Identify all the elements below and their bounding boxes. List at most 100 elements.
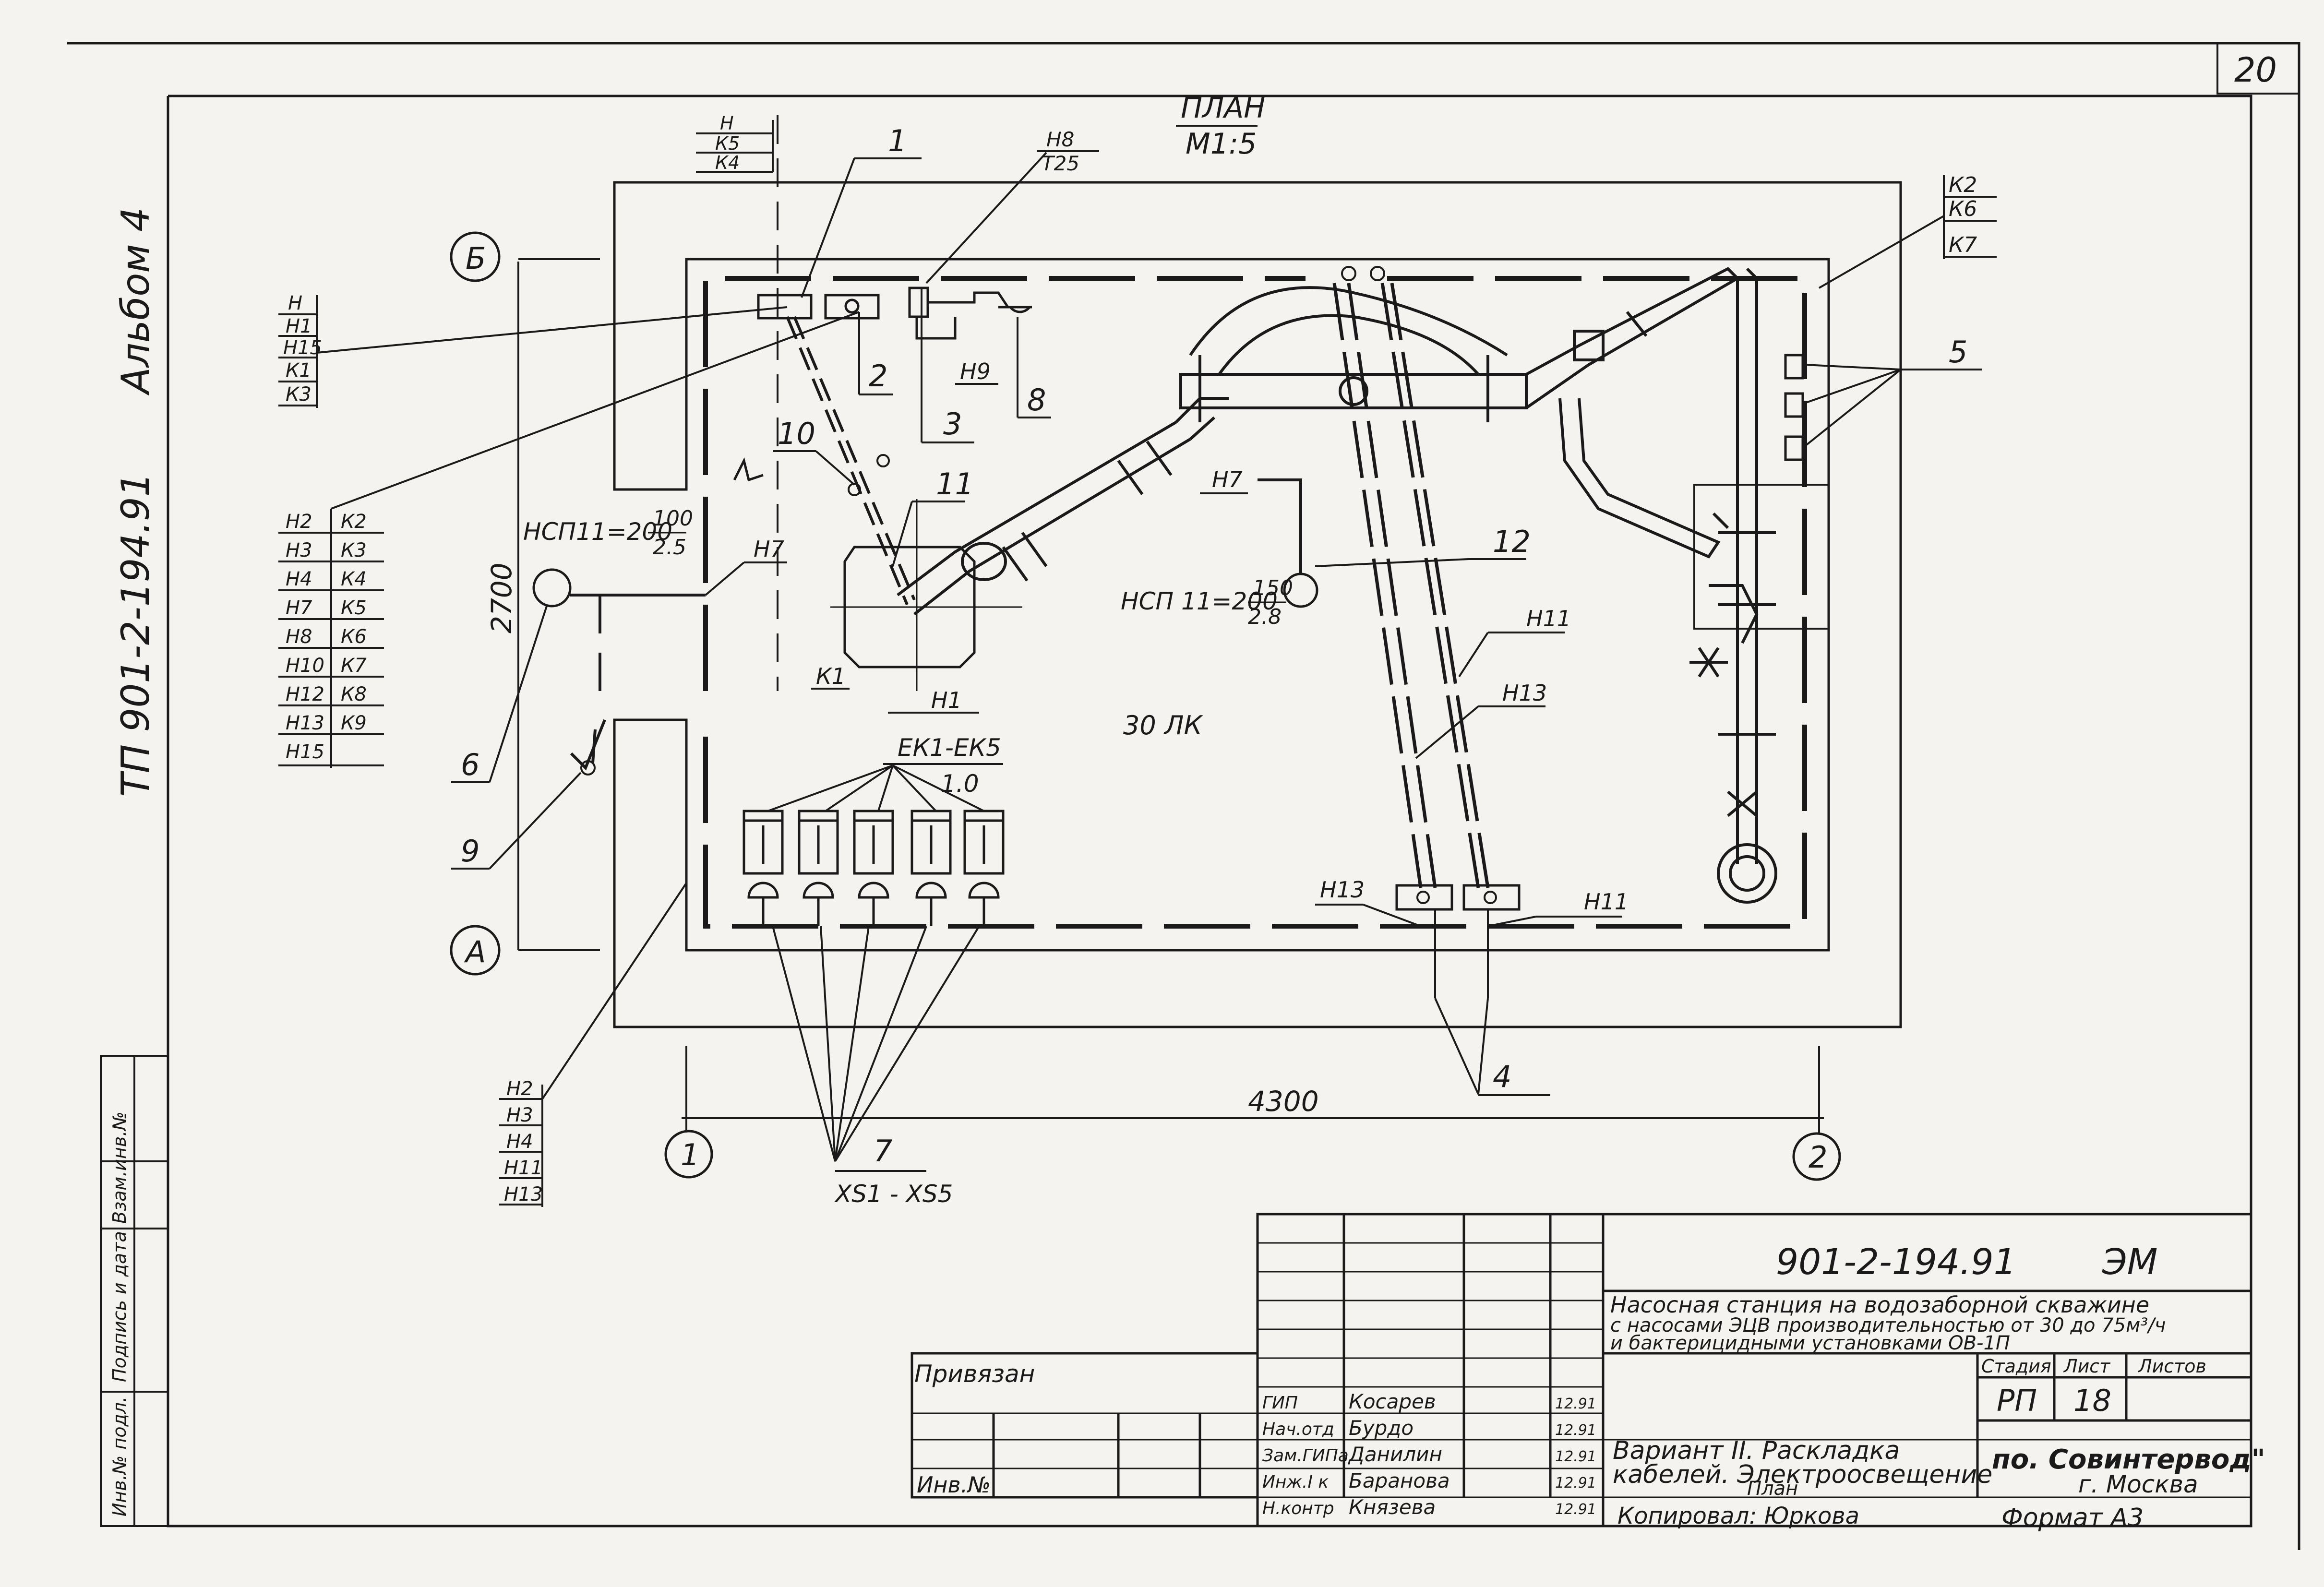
heater-unit (798, 810, 839, 926)
tb-variant-2: кабелей. Электроосвещение (1613, 1460, 1992, 1489)
tag-table-left-cell: Н3 (286, 539, 312, 561)
tag-left-top-2: Н15 (283, 337, 322, 359)
tag-left-top-3: К1 (286, 359, 311, 382)
box-h11 (1462, 884, 1521, 911)
axis-2-label: 2 (1809, 1140, 1827, 1175)
leader-10b (815, 450, 855, 486)
height-dimension: 2700 (485, 562, 518, 633)
lamp1-den: 2.5 (653, 535, 686, 560)
leader-xs (772, 925, 980, 1172)
pipe-flanges (1002, 311, 1776, 736)
leader-h13b-b (1363, 904, 1421, 927)
label-h7-b: Н7 (1212, 466, 1243, 492)
cable-panel-diag (786, 316, 909, 606)
tag-table-right-cell: К8 (341, 683, 367, 705)
sensor-boxes (1784, 354, 1804, 461)
staff-name: Баранова (1349, 1469, 1450, 1492)
leader-5 (1804, 364, 1982, 447)
axis-a-bubble (450, 925, 501, 976)
ek-label: ЕК1-ЕК5 (898, 734, 1001, 762)
label-k1: К1 (816, 663, 846, 689)
cable-panel-diag-2 (793, 316, 916, 601)
leader-12b (1315, 558, 1469, 567)
width-dimension: 4300 (1248, 1085, 1319, 1118)
leader-6b (489, 604, 548, 783)
leader-9b (489, 772, 582, 870)
label-9: 9 (461, 834, 479, 869)
tb-org-1: по. Совинтервод" (1992, 1444, 2265, 1475)
leader-11b (892, 501, 913, 567)
staff-role: ГИП (1262, 1393, 1298, 1413)
tb-mark: ЭМ (2102, 1241, 2158, 1283)
label-h9: Н9 (960, 358, 991, 384)
staff-date: 12.91 (1555, 1448, 1596, 1465)
leader-ek (767, 764, 984, 812)
label-h11-b: Н11 (1584, 889, 1629, 915)
switch-9 (570, 719, 606, 771)
lamp-center-line (1258, 478, 1302, 574)
panel-boxes (757, 286, 1032, 340)
sheet-corner-number: 20 (2234, 50, 2277, 90)
plan-title: ПЛАН (1181, 91, 1265, 125)
tp-code: ТП 901-2-194.91 (113, 472, 158, 797)
tag-right-2: К7 (1949, 233, 1977, 257)
side-stamp (100, 1055, 169, 1527)
axis-lines (517, 258, 1824, 1133)
tb-variant-1: Вариант II. Раскладка (1613, 1436, 1900, 1465)
label-10: 10 (778, 416, 815, 451)
tag-bl-1: Н3 (506, 1104, 533, 1126)
staff-role: Нач.отд (1262, 1420, 1334, 1439)
cable-h11-h13 (1332, 283, 1490, 888)
label-h13-b: Н13 (1320, 877, 1365, 903)
stamp-sign-date: Подпись и дата (109, 1231, 130, 1382)
tag-table-left-cell: Н12 (286, 683, 324, 705)
tb-attached: Привязан (914, 1360, 1035, 1388)
label-2: 2 (869, 358, 887, 394)
tb-copied: Копировал: Юркова (1617, 1503, 1859, 1529)
staff-role: Зам.ГИПа (1262, 1446, 1349, 1466)
tag-table-left-cell: Н2 (286, 511, 312, 533)
tag-left-top-4: К3 (286, 383, 311, 406)
tag-top-lines (696, 115, 779, 691)
tag-left-top-1: Н1 (286, 315, 312, 337)
tb-sheets-head: Листов (2137, 1356, 2206, 1377)
cable-down-4 (1434, 909, 1489, 1095)
staff-name: Бурдо (1349, 1416, 1414, 1440)
label-11: 11 (936, 466, 974, 501)
tag-table-lines (278, 311, 860, 768)
tag-top-2: К4 (715, 152, 740, 173)
tag-left-top-lines (278, 295, 788, 408)
label-5: 5 (1949, 334, 1967, 370)
box-h13 (1395, 884, 1453, 911)
lamp-left (532, 568, 572, 608)
staff-role: Н.контр (1262, 1499, 1334, 1518)
label-h13-a: Н13 (1502, 680, 1547, 706)
tag-table-left-cell: Н7 (286, 597, 312, 619)
tb-code: 901-2-194.91 (1776, 1241, 2016, 1283)
tag-table-left-cell: Н13 (286, 712, 324, 734)
heater-unit (743, 810, 784, 926)
tag-bl-3: Н11 (504, 1157, 543, 1179)
tag-table-right-cell: К6 (341, 626, 367, 648)
tb-format: Формат А3 (2001, 1503, 2144, 1532)
tb-stage-head: Стадия (1981, 1356, 2051, 1377)
box-h13-dot (1416, 891, 1430, 904)
staff-date: 12.91 (1555, 1475, 1596, 1492)
tb-desc-2: с насосами ЭЦВ производительностью от 30… (1610, 1314, 2166, 1336)
leader-h13a-b (1415, 705, 1479, 759)
tag-bottom-left-lines (499, 882, 687, 1207)
xs-label: XS1 - XS5 (834, 1180, 953, 1208)
lamp2-den: 2.8 (1248, 605, 1282, 629)
leader-1b (801, 158, 855, 298)
lamp2-num: 150 (1253, 576, 1293, 600)
corner-box (2216, 43, 2299, 95)
label-6: 6 (461, 747, 479, 782)
tag-table-left-cell: Н15 (286, 741, 324, 763)
leader-h11b-b (1487, 916, 1536, 927)
label-3: 3 (943, 406, 962, 441)
heater-unit (963, 810, 1005, 926)
title-block-grid (910, 1213, 2252, 1527)
tag-left-top-0: Н (288, 292, 302, 314)
staff-name: Данилин (1348, 1443, 1442, 1466)
